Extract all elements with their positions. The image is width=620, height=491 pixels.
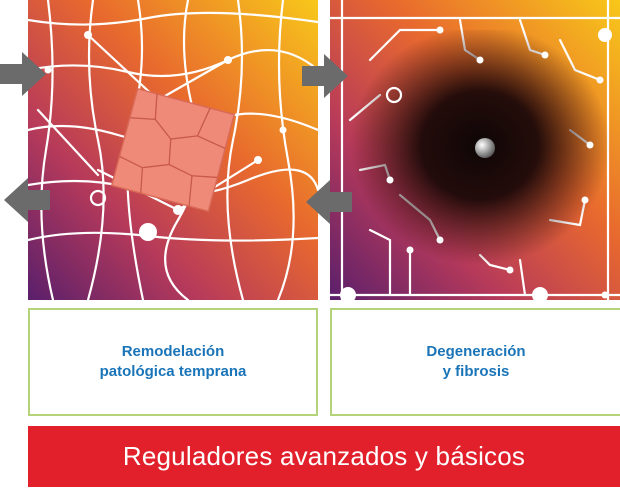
degeneration-fibrosis-illustration <box>330 0 620 300</box>
banner-text: Reguladores avanzados y básicos <box>122 441 526 471</box>
arrow-out-right <box>306 180 352 224</box>
degeneration-fibrosis-box: Degeneración y fibrosis <box>330 308 620 416</box>
early-remodeling-illustration <box>28 0 318 300</box>
cell-remnant <box>475 138 495 158</box>
regulators-banner: Reguladores avanzados y básicos <box>28 426 620 487</box>
matrix-nodes <box>340 26 612 300</box>
arrow-in-top-right <box>302 54 348 98</box>
cardiomyocyte-cell <box>110 87 236 213</box>
arrow-in-top-left <box>0 52 46 96</box>
early-remodeling-box: Remodelación patológica temprana <box>28 308 318 416</box>
matrix-nodes <box>44 31 287 241</box>
early-remodeling-label: Remodelación patológica temprana <box>99 343 247 380</box>
degeneration-fibrosis-label: Degeneración y fibrosis <box>426 343 526 380</box>
arrow-out-left <box>4 178 50 222</box>
open-node <box>385 86 403 104</box>
open-node <box>89 189 107 207</box>
